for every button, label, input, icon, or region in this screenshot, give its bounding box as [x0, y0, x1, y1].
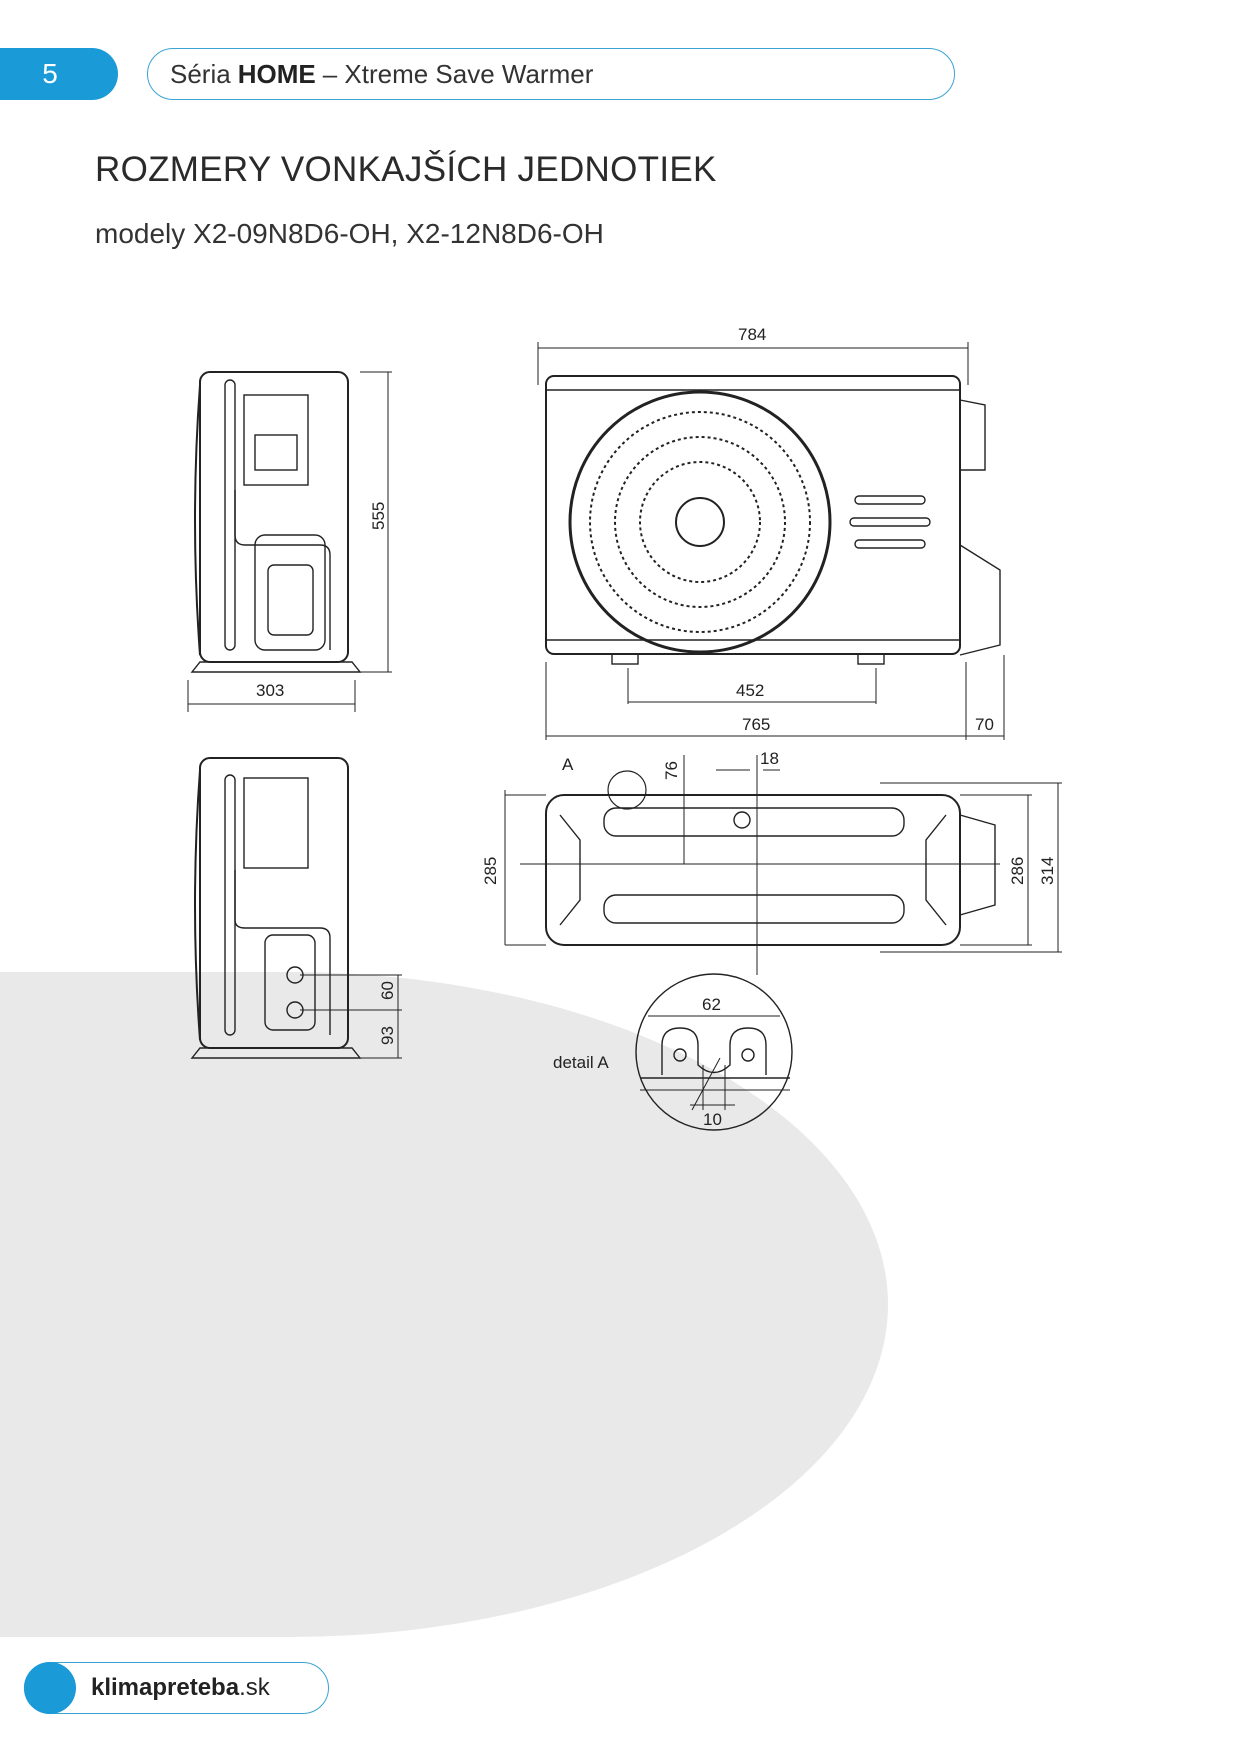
- dim-detail-width: 62: [702, 995, 721, 1014]
- brand-name: klimapreteba: [91, 1674, 240, 1701]
- series-header: Séria HOME – Xtreme Save Warmer: [147, 48, 955, 100]
- dim-depth-total: 314: [1038, 857, 1057, 885]
- detail-a-view: [635, 973, 793, 1131]
- detail-a-label: detail A: [553, 1053, 609, 1072]
- page-subtitle: modely X2-09N8D6-OH, X2-12N8D6-OH: [95, 218, 604, 249]
- dim-detail-slot: 10: [703, 1110, 722, 1129]
- side-view: [187, 371, 392, 712]
- dim-hole-offset-x: 18: [760, 749, 779, 768]
- top-view: [504, 755, 1062, 975]
- dim-valve-spacing: 60: [378, 981, 397, 1000]
- rear-view: [190, 757, 402, 1059]
- dim-valve-height: 93: [378, 1026, 397, 1045]
- dim-width-total: 784: [738, 325, 766, 344]
- footer-brand[interactable]: klimapreteba.sk: [91, 1674, 270, 1702]
- brand-dot-icon: [24, 1662, 76, 1714]
- dim-depth-body: 285: [481, 857, 500, 885]
- front-view: [537, 342, 1005, 740]
- dim-valve-protrusion: 70: [975, 715, 994, 734]
- series-prefix: Séria: [170, 58, 231, 89]
- dim-depth: 303: [256, 681, 284, 700]
- page-number: 5: [42, 58, 58, 89]
- detail-a-marker: A: [562, 755, 574, 774]
- dim-body-width: 765: [742, 715, 770, 734]
- dim-depth-feet: 286: [1008, 857, 1027, 885]
- brand-tld: .sk: [239, 1674, 270, 1701]
- page-title: ROZMERY VONKAJŠÍCH JEDNOTIEK: [95, 150, 717, 189]
- series-name: HOME: [237, 58, 316, 89]
- dim-foot-spacing: 452: [736, 681, 764, 700]
- dim-height: 555: [369, 502, 388, 530]
- series-suffix: – Xtreme Save Warmer: [322, 58, 594, 89]
- page-number-tab: 5: [0, 48, 118, 100]
- dim-hole-offset-y: 76: [662, 761, 681, 780]
